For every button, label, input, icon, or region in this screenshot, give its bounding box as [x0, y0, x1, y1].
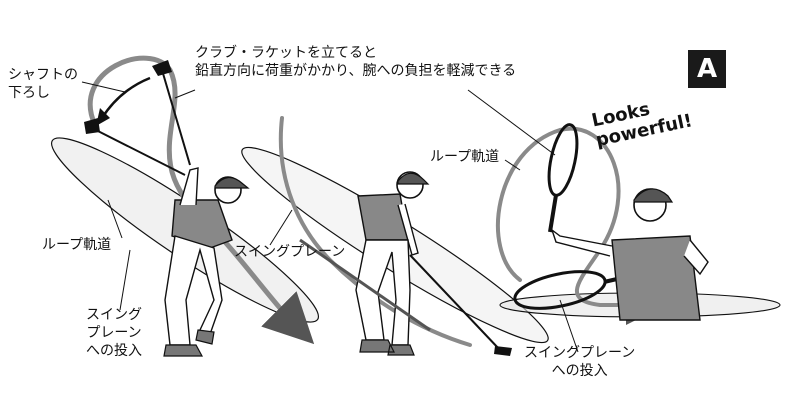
leader-shaft-lowering: [81, 81, 126, 93]
tennis-player-right-arm: [683, 239, 709, 276]
middle-club-head: [494, 346, 512, 356]
label-club-racket-note-line2: 鉛直方向に荷重がかかり、腕への負担を軽減できる: [195, 63, 517, 79]
label-shaft-lowering: シャフトの 下ろし: [8, 66, 78, 102]
middle-golfer-legs: [355, 239, 411, 346]
label-swing-plane-entry-right-line2: への投入: [551, 363, 608, 379]
tennis-player-left-arm: [550, 228, 613, 257]
right-tennis-group: [467, 89, 781, 353]
label-swing-plane-entry-left-line2: プレーン: [86, 325, 142, 341]
label-club-racket-note-line1: クラブ・ラケットを立てると: [195, 45, 377, 61]
middle-golfer-shirt: [357, 193, 409, 241]
label-swing-plane-entry-left-line1: スイング: [86, 307, 142, 323]
label-swing-plane-entry-left-line3: への投入: [86, 343, 142, 359]
tennis-player-shirt: [611, 235, 701, 321]
leader-plane-right: [559, 299, 579, 353]
label-swing-plane-entry-right-line1: スイングプレーン: [524, 345, 636, 361]
left-golfer-legs: [164, 235, 223, 346]
figure-badge: A: [688, 50, 726, 88]
label-club-racket-note: クラブ・ラケットを立てると 鉛直方向に荷重がかかり、腕への負担を軽減できる: [195, 44, 516, 80]
label-shaft-lowering-line2: 下ろし: [8, 85, 50, 101]
club-head-lower: [84, 118, 100, 134]
club-shaft-lower: [91, 127, 186, 176]
label-swing-plane-middle: スイングプレーン: [234, 244, 346, 260]
middle-plane-arrow: [299, 238, 431, 332]
middle-golfer-cap: [397, 172, 430, 185]
label-loop-path-right: ループ軌道: [430, 149, 500, 165]
middle-golfer-shoes: [359, 339, 415, 356]
label-shaft-lowering-line1: シャフトの: [8, 67, 78, 83]
racket-upper-handle: [548, 194, 558, 233]
label-loop-path-left: ループ軌道: [42, 237, 112, 253]
left-golfer-shoes: [163, 329, 215, 357]
leader-loop-right: [504, 159, 521, 171]
right-loop-path: [496, 126, 666, 325]
shaft-lowering-arrow: [100, 76, 151, 119]
leader-plane-left: [119, 249, 131, 311]
tennis-player-cap: [633, 188, 674, 203]
middle-club-shaft: [409, 254, 501, 351]
club-shaft-upper: [161, 69, 191, 166]
club-head-upper: [152, 60, 172, 76]
leader-club-note: [174, 89, 196, 99]
leader-club-note-right: [467, 89, 556, 156]
left-golfer-shirt: [171, 199, 233, 249]
leader-loop-left: [107, 199, 123, 239]
label-swing-plane-entry-right: スイングプレーン への投入: [524, 344, 635, 380]
left-golfer-cap: [214, 176, 250, 189]
left-golfer-arms: [179, 167, 199, 206]
middle-golfer-arms: [397, 203, 419, 256]
middle-golfer-group: [241, 116, 549, 356]
left-loop-path: [87, 55, 315, 345]
label-swing-plane-entry-left: スイング プレーン への投入: [86, 306, 142, 360]
leader-plane-middle: [269, 209, 293, 246]
left-golfer-group: [50, 55, 320, 357]
